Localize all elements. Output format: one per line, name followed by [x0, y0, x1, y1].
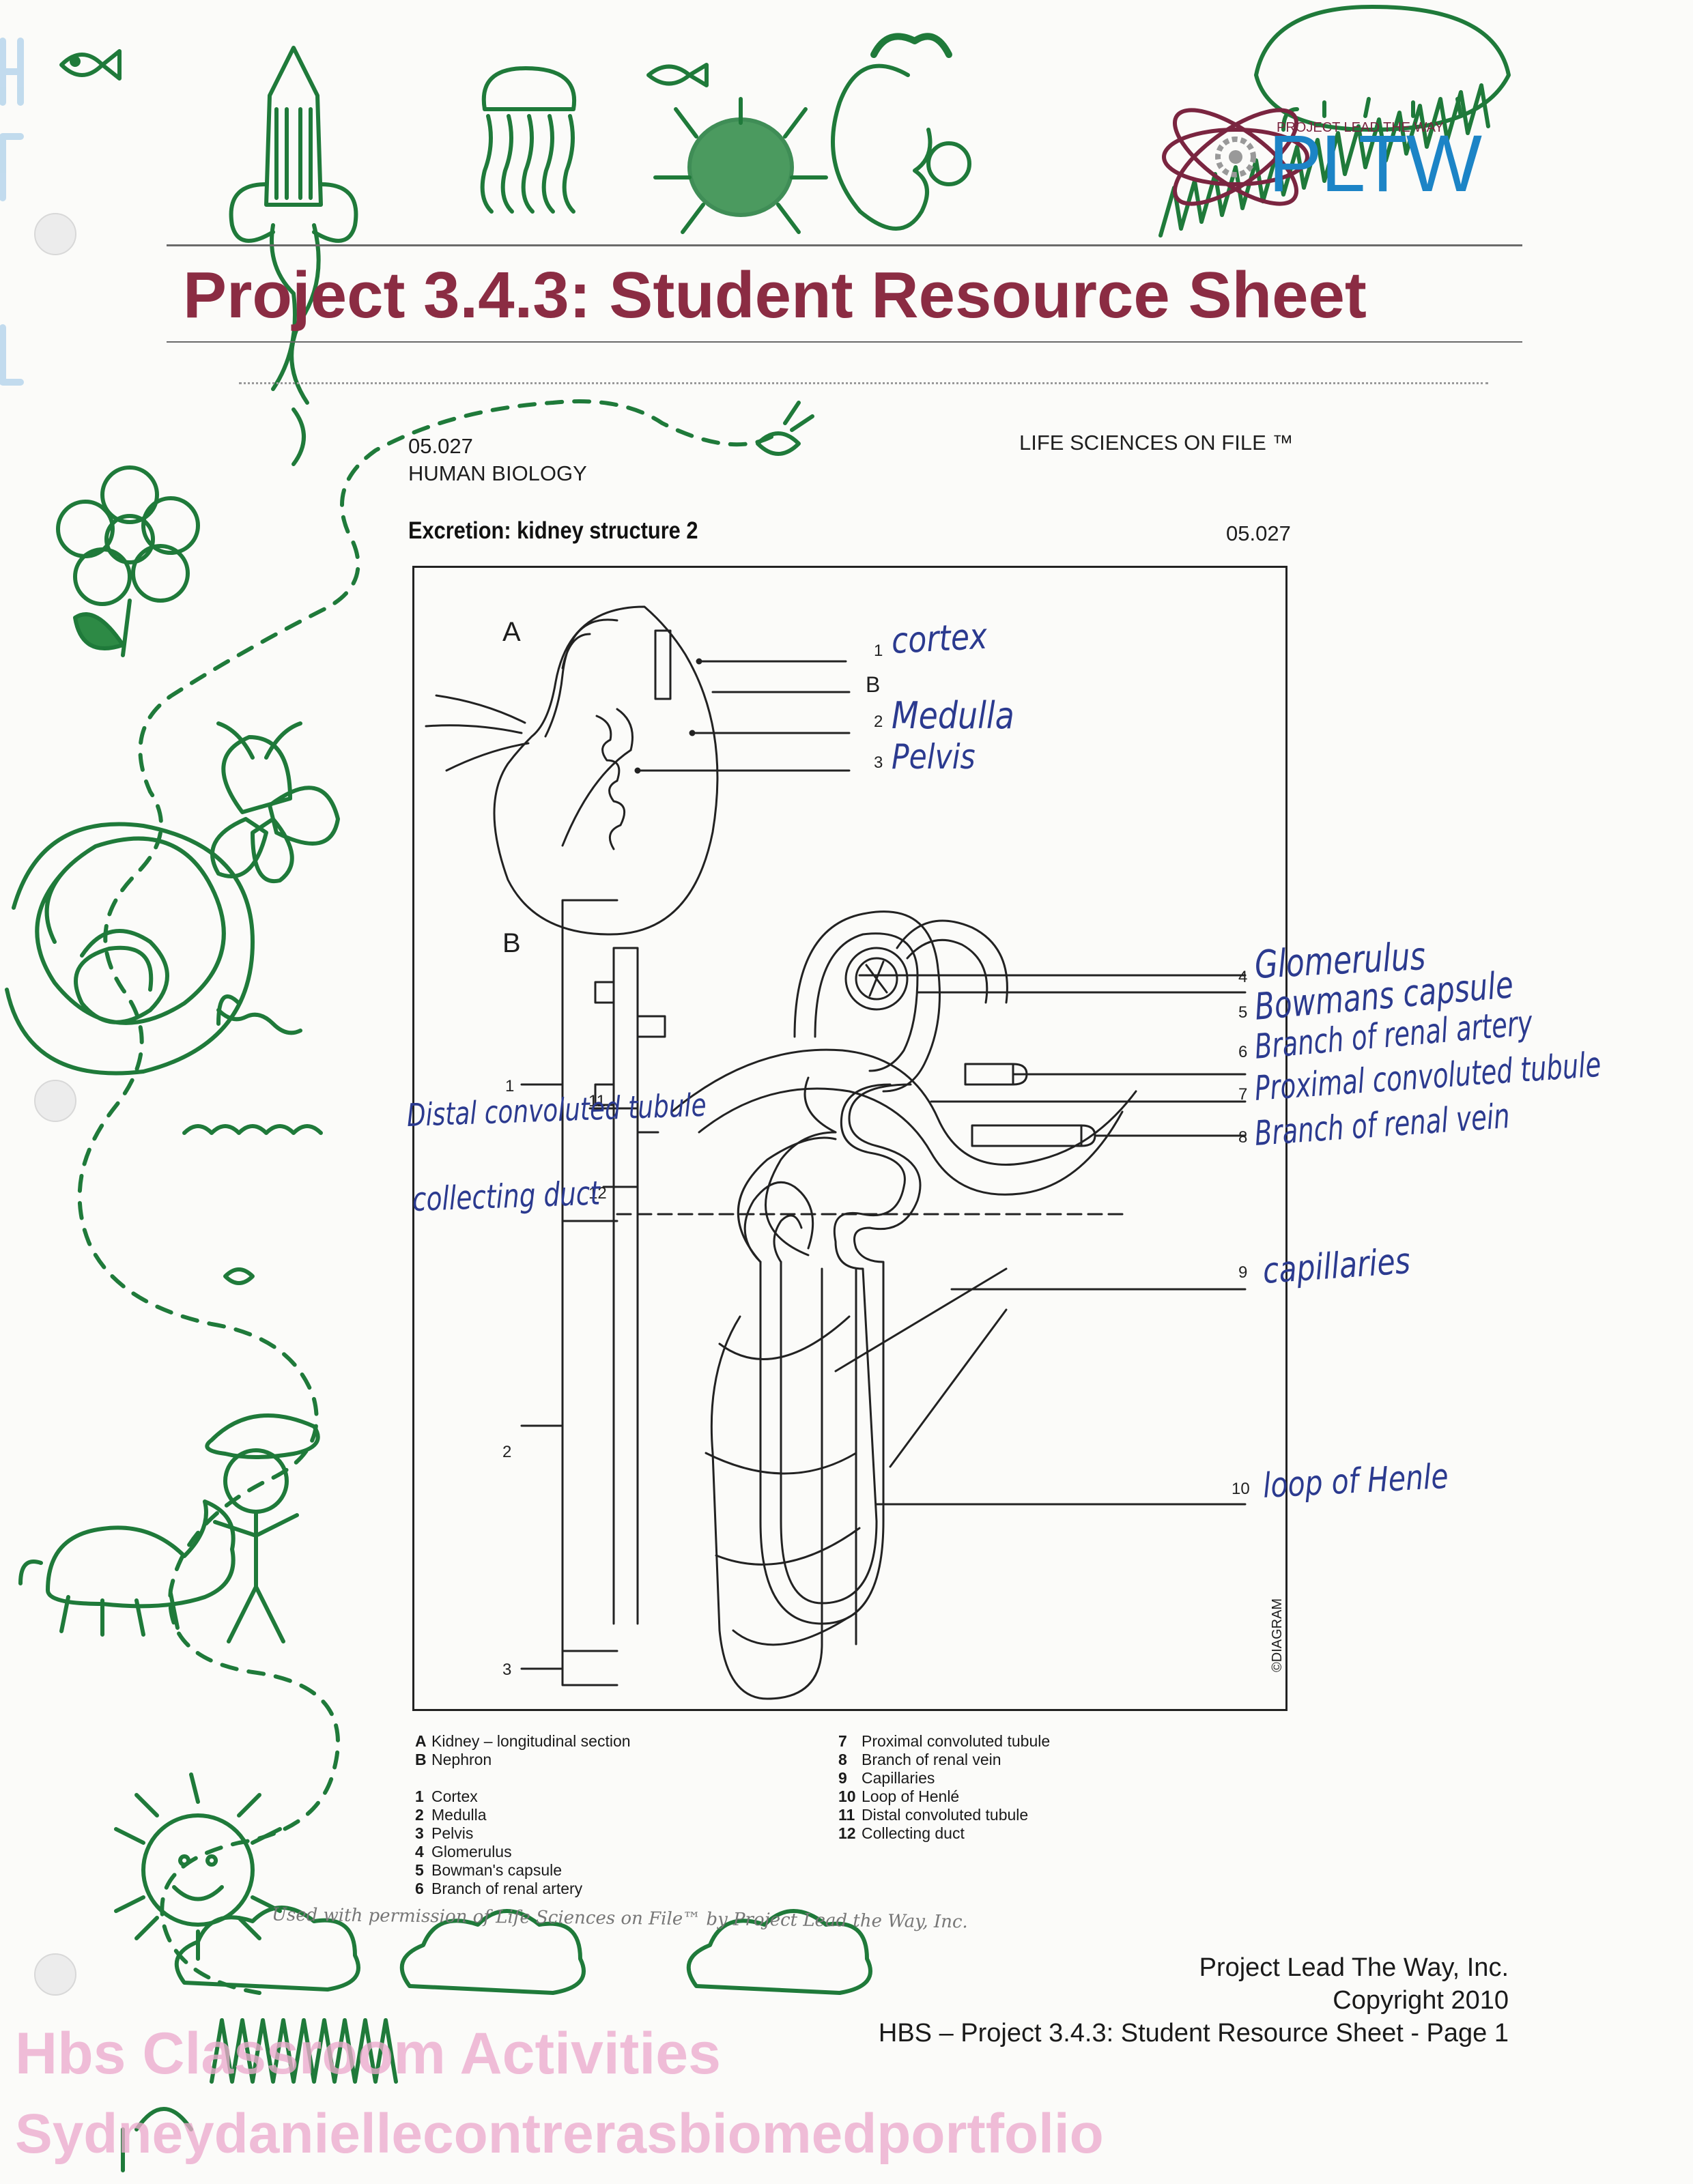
answer-cortex: cortex — [890, 616, 988, 662]
page-footer: Project Lead The Way, Inc. Copyright 201… — [879, 1951, 1509, 2050]
watermark-line-2: Sydneydaniellecontrerasbiomedportfolio — [15, 2103, 1104, 2165]
number-3: 3 — [874, 753, 883, 772]
section-a-label: A — [502, 617, 521, 647]
punch-hole-middle — [34, 1080, 76, 1122]
page-title: Project 3.4.3: Student Resource Sheet — [183, 259, 1367, 332]
number-2: 2 — [874, 713, 883, 731]
logo-name: PLTW — [1268, 119, 1482, 209]
sheet-publisher: LIFE SCIENCES ON FILE ™ — [1019, 431, 1294, 455]
zone-number-3: 3 — [502, 1661, 512, 1679]
sheet-subject: HUMAN BIOLOGY — [408, 461, 587, 485]
number-6: 6 — [1238, 1043, 1248, 1061]
number-12: 12 — [588, 1184, 607, 1203]
top-rule — [167, 244, 1522, 246]
footer-line-3: HBS – Project 3.4.3: Student Resource Sh… — [878, 2019, 1509, 2048]
number-1: 1 — [874, 642, 883, 660]
answer-medulla: Medulla — [892, 694, 1014, 737]
footer-line-2: Copyright 2010 — [1333, 1986, 1509, 2015]
footer-line-1: Project Lead The Way, Inc. — [1199, 1953, 1509, 1982]
answer-collecting-duct: collecting duct — [412, 1174, 601, 1219]
kidney-nephron-diagram — [425, 605, 1247, 1700]
watermark-line-1: Hbs Classroom Activities — [15, 2021, 721, 2086]
punch-hole-bottom — [34, 1953, 76, 1996]
answer-pelvis: Pelvis — [892, 737, 976, 777]
title-underline — [167, 341, 1522, 343]
inline-b-label: B — [866, 672, 881, 697]
number-4: 4 — [1238, 968, 1248, 986]
punch-hole-top — [34, 213, 76, 255]
sheet-code-left: 05.027 — [408, 434, 473, 458]
number-8: 8 — [1238, 1128, 1248, 1147]
number-9: 9 — [1238, 1263, 1248, 1282]
number-5: 5 — [1238, 1003, 1248, 1022]
section-b-label: B — [502, 928, 521, 958]
sheet-code-right: 05.027 — [1226, 521, 1291, 545]
number-7: 7 — [1238, 1085, 1248, 1104]
logo-tagline: PROJECT LEAD THE WAY — [1277, 120, 1444, 135]
dotted-rule — [239, 382, 1488, 384]
sheet-heading: Excretion: kidney structure 2 — [408, 517, 698, 544]
diagram-frame — [412, 566, 1287, 1711]
zone-number-2: 2 — [502, 1443, 512, 1461]
copyright-diagram: ©DIAGRAM — [1270, 1598, 1285, 1672]
zone-number-1: 1 — [505, 1077, 515, 1095]
pltw-logo-icon — [1162, 108, 1309, 206]
number-11: 11 — [588, 1092, 606, 1110]
number-10: 10 — [1232, 1480, 1250, 1498]
